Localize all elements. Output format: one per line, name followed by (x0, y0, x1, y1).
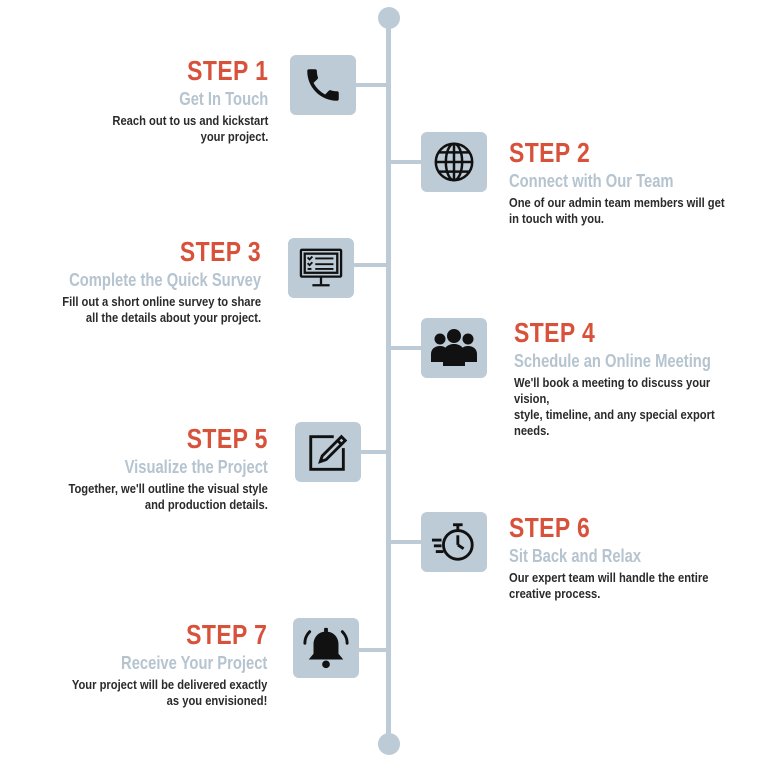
step-title: STEP 4 (514, 317, 596, 348)
step-5-icon-box (295, 422, 361, 482)
step-7: STEP 7 Receive Your Project Your project… (40, 620, 267, 709)
step-title: STEP 2 (509, 137, 591, 168)
step-title: STEP 3 (179, 236, 261, 267)
step-title: STEP 6 (509, 512, 591, 543)
step-1-icon-box (290, 55, 356, 115)
step-description: Our expert team will handle the entire c… (509, 570, 709, 601)
step-description: Reach out to us and kickstart your proje… (112, 113, 268, 144)
connector-step-6 (388, 540, 424, 544)
timeline-axis (386, 18, 391, 744)
step-subtitle: Sit Back and Relax (509, 546, 642, 566)
step-title: STEP 5 (186, 423, 268, 454)
connector-step-4 (388, 346, 424, 350)
step-subtitle: Connect with Our Team (509, 171, 674, 191)
connector-step-5 (358, 450, 388, 454)
step-title: STEP 7 (185, 619, 267, 650)
step-subtitle: Visualize the Project (124, 457, 268, 477)
step-description: Your project will be delivered exactly a… (71, 677, 267, 708)
step-subtitle: Get In Touch (178, 89, 268, 109)
step-subtitle: Receive Your Project (120, 653, 267, 673)
team-icon (431, 329, 477, 366)
step-2: STEP 2 Connect with Our Team One of our … (509, 138, 760, 227)
step-3: STEP 3 Complete the Quick Survey Fill ou… (27, 237, 261, 326)
step-subtitle: Complete the Quick Survey (69, 270, 261, 290)
stopwatch-icon (431, 523, 474, 561)
step-4: STEP 4 Schedule an Online Meeting We'll … (514, 318, 768, 439)
step-description: Fill out a short online survey to share … (62, 294, 261, 325)
step-7-icon-box (293, 618, 359, 678)
step-3-icon-box (288, 238, 354, 298)
step-4-icon-box (421, 318, 487, 378)
step-description: Together, we'll outline the visual style… (68, 481, 268, 512)
connector-step-1 (352, 83, 388, 87)
step-5: STEP 5 Visualize the Project Together, w… (36, 424, 268, 513)
step-6: STEP 6 Sit Back and Relax Our expert tea… (509, 513, 741, 602)
globe-icon (434, 142, 474, 182)
step-2-icon-box (421, 132, 487, 192)
connector-step-2 (388, 160, 424, 164)
timeline-end-dot (378, 733, 400, 755)
step-description: We'll book a meeting to discuss your vis… (514, 375, 715, 438)
step-1: STEP 1 Get In Touch Reach out to us and … (87, 56, 268, 145)
step-description: One of our admin team members will get i… (509, 195, 725, 226)
connector-step-7 (356, 648, 388, 652)
step-subtitle: Schedule an Online Meeting (514, 351, 711, 371)
step-title: STEP 1 (186, 55, 268, 86)
phone-icon (307, 69, 339, 101)
survey-monitor-icon (299, 248, 343, 287)
edit-icon (309, 434, 348, 471)
connector-step-3 (352, 263, 388, 267)
timeline-start-dot (378, 7, 400, 29)
bell-icon (303, 627, 349, 669)
step-6-icon-box (421, 512, 487, 572)
